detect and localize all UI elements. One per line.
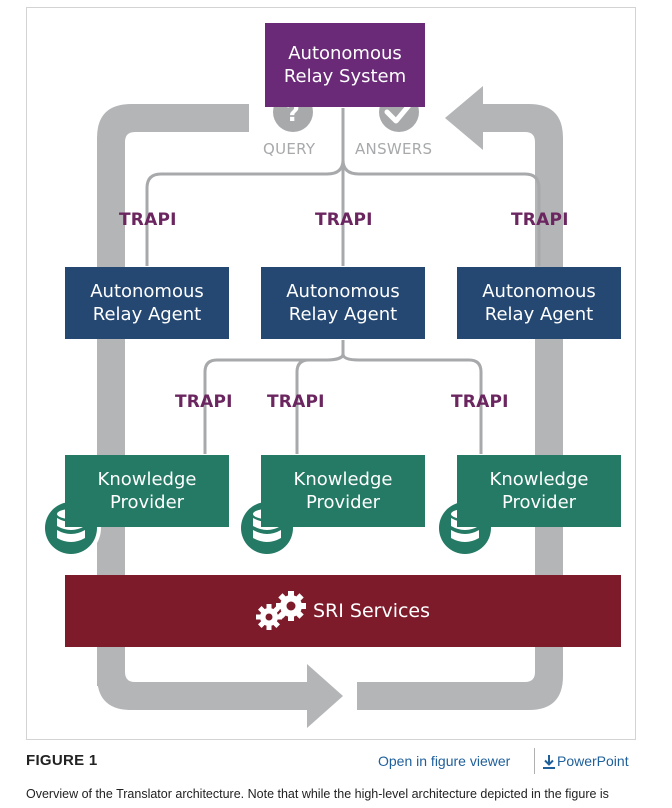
bottom-arrow-head: [307, 664, 343, 728]
knowledge-provider-line2: Provider: [501, 492, 577, 513]
relay-agent-box: Autonomous Relay Agent: [261, 267, 425, 339]
trapi-label: TRAPI: [315, 210, 373, 230]
relay-agent-line2: Relay Agent: [92, 304, 202, 325]
knowledge-provider-line1: Knowledge: [97, 469, 197, 490]
figure-footer: FIGURE 1 Open in figure viewer PowerPoin…: [26, 748, 636, 774]
knowledge-provider-line2: Provider: [305, 492, 381, 513]
bottom-right-flow: [357, 648, 563, 710]
figure-label: FIGURE 1: [26, 752, 98, 769]
trapi-label: TRAPI: [511, 210, 569, 230]
knowledge-provider-line1: Knowledge: [489, 469, 589, 490]
connector-agent-providers: [203, 340, 483, 454]
knowledge-provider-box: Knowledge Provider: [65, 455, 229, 527]
footer-divider: [534, 748, 535, 774]
relay-agent-line1: Autonomous: [482, 281, 596, 302]
gears-icon: [256, 591, 306, 630]
sri-services-bar: [65, 575, 621, 647]
trapi-label: TRAPI: [119, 210, 177, 230]
open-figure-viewer-link[interactable]: Open in figure viewer: [378, 753, 511, 769]
connector-system-agents: [145, 108, 541, 266]
sri-services-label: SRI Services: [313, 600, 431, 622]
relay-agent-box: Autonomous Relay Agent: [457, 267, 621, 339]
knowledge-provider-box: Knowledge Provider: [261, 455, 425, 527]
figure-frame: ?: [26, 7, 636, 740]
query-label: QUERY: [263, 140, 316, 158]
relay-agent-line1: Autonomous: [286, 281, 400, 302]
download-icon[interactable]: [542, 754, 556, 770]
relay-agent-box: Autonomous Relay Agent: [65, 267, 229, 339]
relay-system-box: Autonomous Relay System: [265, 23, 425, 107]
relay-system-line1: Autonomous: [288, 43, 402, 64]
trapi-label: TRAPI: [451, 392, 509, 412]
right-flow-bar: [481, 104, 563, 648]
relay-agent-line2: Relay Agent: [484, 304, 594, 325]
answers-label: ANSWERS: [355, 140, 433, 158]
figure-caption: Overview of the Translator architecture.…: [26, 787, 609, 801]
knowledge-provider-box: Knowledge Provider: [457, 455, 621, 527]
connectors: [145, 108, 541, 454]
knowledge-provider-line1: Knowledge: [293, 469, 393, 490]
relay-system-line2: Relay System: [283, 66, 407, 87]
relay-agent-line2: Relay Agent: [288, 304, 398, 325]
knowledge-provider-line2: Provider: [109, 492, 185, 513]
top-arrow-head: [445, 86, 483, 150]
powerpoint-link[interactable]: PowerPoint: [557, 753, 629, 769]
relay-agent-line1: Autonomous: [90, 281, 204, 302]
trapi-label: TRAPI: [267, 392, 325, 412]
trapi-label: TRAPI: [175, 392, 233, 412]
bottom-left-flow: [97, 648, 309, 710]
